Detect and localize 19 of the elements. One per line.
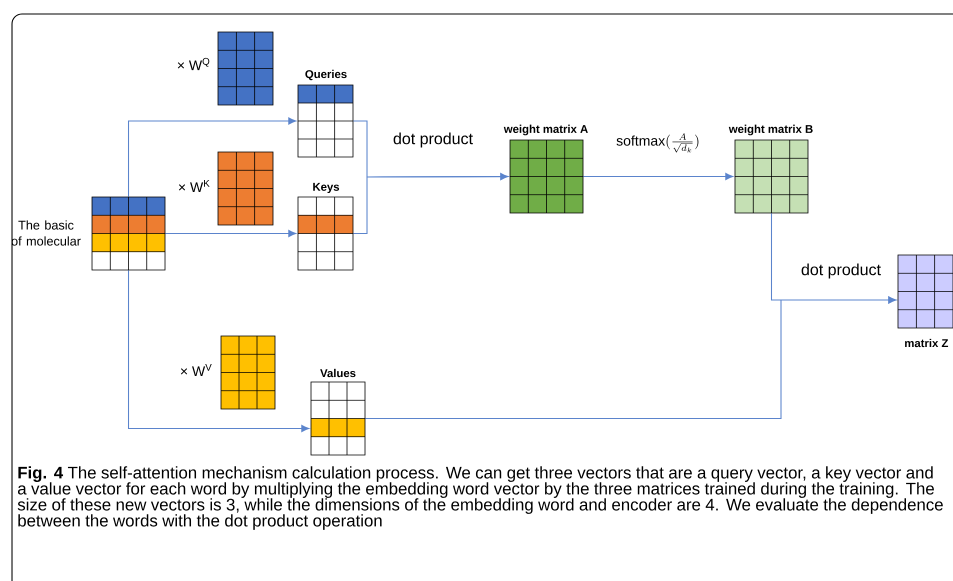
caption-text: Fig. 4 The self-attention mechanism calculation process. We can get three vectors that are a query vector, a key vector and a value vector for each word by multiplying the embedding word vector by the three matrices trained during the training. The size of these new vectors is 3, while the dimensions of the embedding word and encoder are 4. We evaluate the dependence between the words with the dot product operation [18, 466, 943, 530]
matrix-heading: Values [320, 368, 356, 378]
arrow [128, 270, 310, 432]
arrow [128, 117, 296, 197]
weight-label: × W$^{K}$ [178, 180, 210, 192]
matrix-heading: Queries [305, 70, 347, 80]
matrix-heading: weight matrix A [504, 124, 588, 136]
arrow [365, 296, 896, 420]
arrow [583, 172, 734, 180]
matrix-heading: weight matrix B [728, 124, 813, 136]
matrix-heading: matrix Z [905, 338, 948, 348]
arrow [353, 173, 508, 234]
edge-label: $\mathrm{softmax}(\frac{A}{\sqrt{d_k}})$ [614, 132, 702, 154]
arrow [165, 230, 296, 238]
matrix-heading: Keys [313, 182, 340, 194]
edge-label: dot product [392, 131, 474, 149]
weight-label: × W$^{V}$ [180, 364, 212, 376]
edge-label: dot product [800, 262, 882, 280]
weight-label: × W$^{Q}$ [178, 58, 210, 70]
